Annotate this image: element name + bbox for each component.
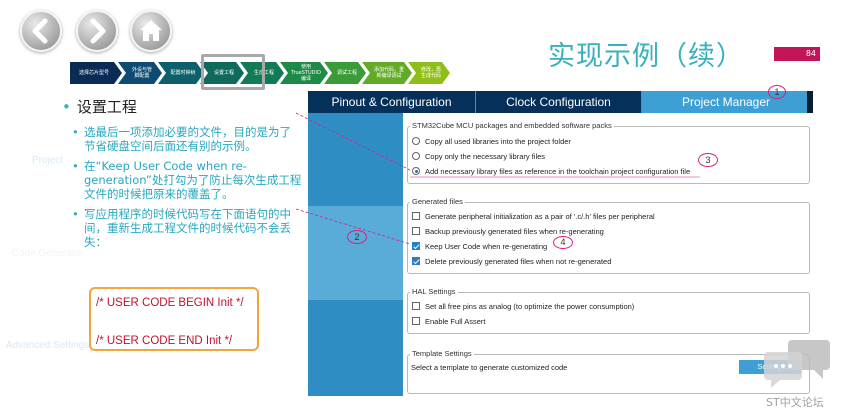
checkbox-enable-full-assert[interactable]: Enable Full Assert [412,316,485,326]
hal-settings-group-title: HAL Settings [410,287,458,296]
process-step: 修改，再生成代码 [408,62,450,84]
radio-add-libraries-as-reference[interactable]: Add necessary library files as reference… [412,166,690,176]
chat-bubble-icon [764,340,830,388]
bullet-item-text: 写应用程序的时候代码写在下面语句的中间，重新生成工程文件的时候代码不会丢失： [84,207,291,249]
tab-project-manager[interactable]: Project Manager [642,91,810,113]
annotation-2: 2 [347,230,367,244]
generated-files-group-title: Generated files [410,197,465,206]
option-label: Enable Full Assert [425,316,486,326]
process-step: 添加代码，重新编译调试 [362,62,412,84]
watermark-text: ST中文论坛 [766,396,824,409]
chevron-left-icon [32,18,48,44]
packages-group-title: STM32Cube MCU packages and embedded soft… [410,121,614,130]
bullet-dot: • [72,159,79,173]
radio-indicator [412,167,420,175]
code-box [89,287,259,351]
option-label: Copy all used libraries into the project… [425,136,571,146]
checkbox-indicator [412,302,420,310]
option-label: Delete previously generated files when n… [425,256,612,266]
annotation-3: 3 [698,153,718,167]
sidebar-item-code-generator[interactable]: Code Generator [11,248,84,259]
process-step: 设置工程 [200,62,244,84]
checkbox-indicator [412,317,420,325]
annotation-4: 4 [553,236,573,249]
tab-bar-edge [807,91,813,113]
process-step: 调试工程 [324,62,366,84]
sidebar-item-advanced-settings[interactable]: Advanced Settings [5,340,90,351]
checkbox-indicator [412,257,420,265]
tab-bar: Pinout & Configuration Clock Configurati… [308,91,810,113]
code-end-line: /* USER CODE END Init */ [96,335,233,347]
bullet-item: • 选最后一项添加必要的文件，目的是为了节省硬盘空间后面还有别的示例。 [72,125,302,153]
checkbox-delete-generated-files[interactable]: Delete previously generated files when n… [412,256,611,266]
bullet-dot: • [62,98,71,116]
bullet-dot: • [72,125,79,139]
bullet-heading: • 设置工程 [62,96,302,117]
bullet-item-text: 选最后一项添加必要的文件，目的是为了节省硬盘空间后面还有别的示例。 [84,125,291,153]
annotation-1: 1 [768,85,786,99]
option-label: Add necessary library files as reference… [425,166,691,176]
bullet-dot: • [72,207,79,221]
bullet-item: • 在“Keep User Code when re-generation”处打勾… [72,159,302,201]
hal-settings-group [407,292,810,334]
checkbox-set-free-pins-analog[interactable]: Set all free pins as analog (to optimize… [412,301,634,311]
checkbox-backup-generated-files[interactable]: Backup previously generated files when r… [412,226,604,236]
template-settings-group [407,354,810,394]
chevron-right-icon [90,18,106,44]
option-label: Generate peripheral initialization as a … [425,211,655,221]
bullet-item-text: 在“Keep User Code when re-generation”处打勾为… [84,159,302,201]
bullet-heading-text: 设置工程 [76,98,137,116]
forward-button[interactable] [76,10,118,52]
process-step: 使用TrueSTUDIO编译 [280,62,328,84]
back-button[interactable] [20,10,62,52]
checkbox-indicator [412,242,420,250]
current-step-frame [201,54,265,90]
bullet-item: • 写应用程序的时候代码写在下面语句的中间，重新生成工程文件的时候代码不会丢失： [72,207,302,249]
content-panel [403,113,813,396]
process-step: 外设与管脚配置 [118,62,162,84]
option-label: Backup previously generated files when r… [425,226,604,236]
radio-copy-necessary-libraries[interactable]: Copy only the necessary library files [412,151,545,161]
sidebar-item-project[interactable]: Project [31,155,64,166]
checkbox-indicator [412,227,420,235]
process-step: 配置时钟树 [158,62,204,84]
template-settings-group-title: Template Settings [410,349,474,358]
radio-indicator [412,152,420,160]
template-description: Select a template to generate customized… [411,362,568,372]
page-number-badge: 84 [774,47,820,61]
home-icon [140,20,162,41]
slide-title: 实现示例（续） [548,41,744,72]
code-begin-line: /* USER CODE BEGIN Init */ [96,297,244,309]
option-label: Keep User Code when re-generating [425,241,548,251]
sidebar-selected-highlight [308,206,403,300]
tab-pinout-configuration[interactable]: Pinout & Configuration [308,91,476,113]
radio-indicator [412,137,420,145]
process-step: 选择芯片型号 [70,62,122,84]
bullet-list: • 设置工程 • 选最后一项添加必要的文件，目的是为了节省硬盘空间后面还有别的示例。… [62,96,302,255]
tab-clock-configuration[interactable]: Clock Configuration [476,91,642,113]
checkbox-generate-peripheral-pairs[interactable]: Generate peripheral initialization as a … [412,211,655,221]
radio-copy-all-libraries[interactable]: Copy all used libraries into the project… [412,136,571,146]
checkbox-indicator [412,212,420,220]
checkbox-keep-user-code[interactable]: Keep User Code when re-generating [412,241,547,251]
option-label: Copy only the necessary library files [425,151,546,161]
home-button[interactable] [130,10,172,52]
option-label: Set all free pins as analog (to optimize… [425,301,635,311]
